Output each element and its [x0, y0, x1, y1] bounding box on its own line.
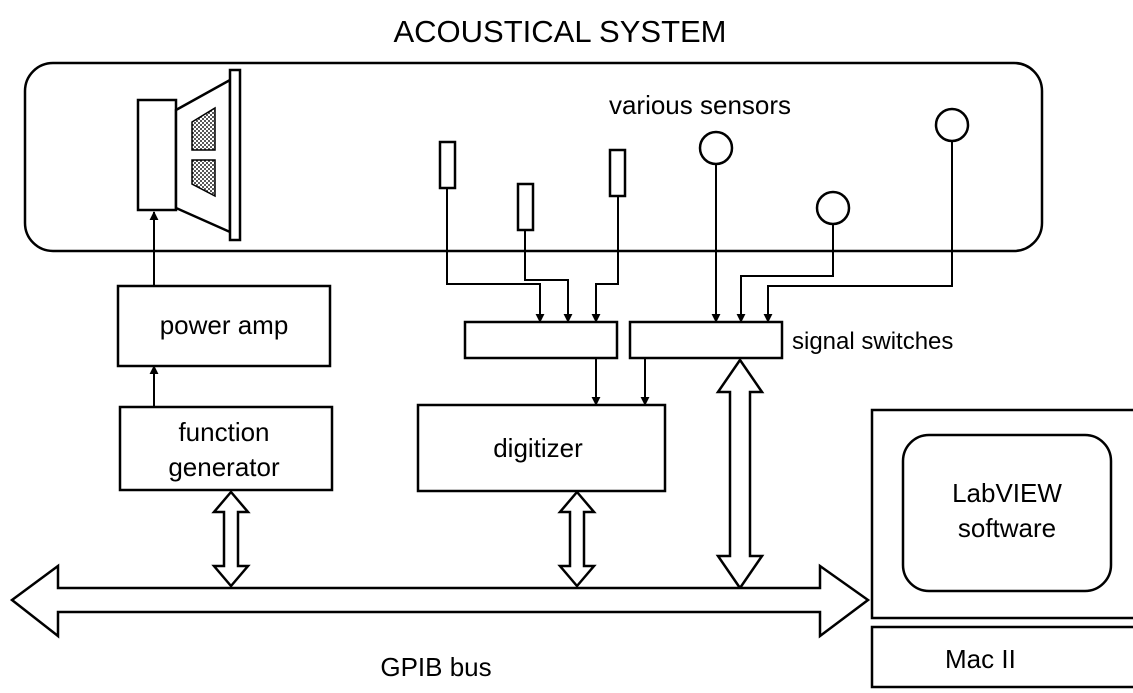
sensor-rect-3: [608, 148, 627, 198]
gpib-bus-label: GPIB bus: [380, 652, 491, 682]
digitizer-label: digitizer: [493, 433, 583, 463]
function-generator-label-2: generator: [168, 452, 280, 482]
sensor-round-2: [815, 190, 851, 226]
signal-switches-label: signal switches: [792, 328, 953, 355]
diagram-title: ACOUSTICAL SYSTEM: [393, 14, 726, 49]
function-generator-box: [118, 405, 334, 492]
digitizer-box: [416, 403, 667, 493]
labview-label-1: LabVIEW: [952, 478, 1062, 508]
signal-switch-right: [628, 320, 784, 360]
mac-label: Mac II: [945, 644, 1016, 674]
sensor-rect-2: [516, 182, 535, 232]
power-amp-label: power amp: [160, 310, 289, 340]
gpib-link-signal-switches: [715, 357, 765, 591]
gpib-link-digitizer: [557, 490, 597, 588]
various-sensors-label: various sensors: [609, 90, 791, 120]
sensor-rect-1: [438, 140, 457, 190]
labview-label-2: software: [958, 513, 1056, 543]
function-generator-label-1: function: [178, 417, 269, 447]
acoustical-system-enclosure: [23, 61, 1044, 253]
loudspeaker-icon: [136, 68, 242, 242]
power-amp-box: [116, 284, 332, 368]
mac-base: [870, 625, 1133, 689]
switch-to-digitizer-lines: [591, 357, 660, 406]
sensor-round-1: [698, 130, 734, 166]
signal-switch-left: [463, 320, 619, 360]
gpib-bus: [9, 563, 871, 639]
gpib-link-function-generator: [211, 490, 251, 588]
sensor-signal-lines: [446, 141, 953, 323]
sensor-round-3: [934, 107, 970, 143]
labview-screen: [901, 433, 1113, 593]
